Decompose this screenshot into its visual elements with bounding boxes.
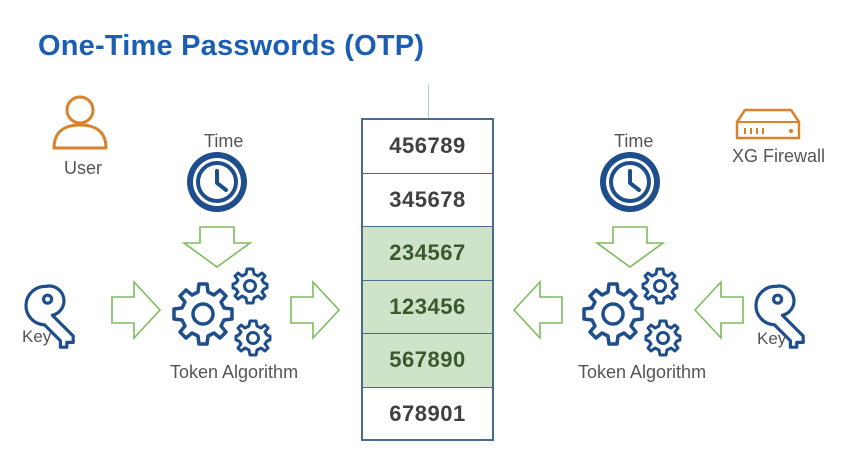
time-label-right: Time	[614, 131, 654, 151]
page-title: One-Time Passwords (OTP)	[38, 30, 425, 62]
time-label-left: Time	[204, 131, 244, 151]
otp-code-row-highlighted: 234567	[363, 227, 492, 281]
arrow-left-icon	[513, 281, 563, 339]
key-label-right: Key	[757, 329, 787, 348]
user-icon	[52, 95, 108, 150]
otp-code-row: 456789	[363, 120, 492, 174]
arrow-left-icon	[694, 281, 744, 339]
otp-code-row: 678901	[389, 401, 466, 427]
clock-icon	[598, 150, 662, 214]
otp-code-row-highlighted: 567890	[363, 334, 492, 388]
clock-icon	[185, 150, 249, 214]
key-label-left: Key	[22, 327, 52, 346]
gears-icon	[582, 267, 682, 357]
firewall-icon	[735, 108, 801, 140]
token-algorithm-label-left: Token Algorithm	[170, 362, 299, 382]
xg-firewall-label: XG Firewall	[732, 146, 826, 166]
otp-code-table: 456789 345678 234567 123456 567890 67890…	[361, 118, 494, 441]
gears-icon	[172, 267, 272, 357]
divider-line	[428, 84, 429, 118]
token-algorithm-label-right: Token Algorithm	[578, 362, 707, 382]
otp-code-row: 345678	[363, 174, 492, 227]
user-label: User	[64, 158, 103, 178]
otp-code-row-highlighted: 123456	[363, 280, 492, 334]
arrow-right-icon	[290, 281, 340, 339]
arrow-right-icon	[111, 281, 161, 339]
